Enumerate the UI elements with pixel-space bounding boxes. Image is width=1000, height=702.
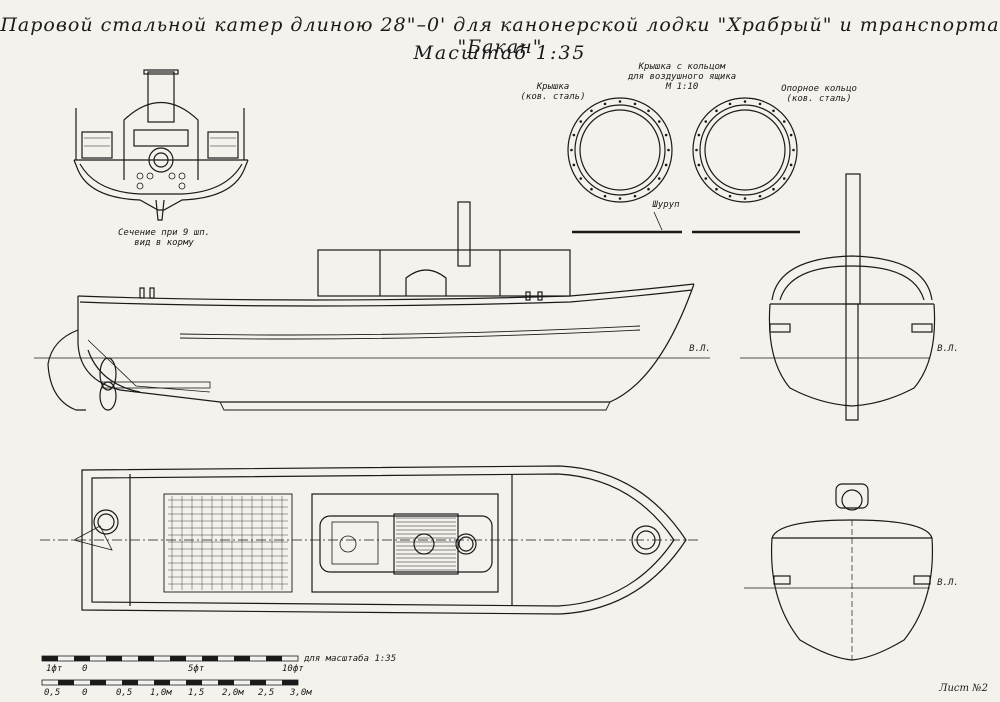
side-profile xyxy=(34,201,710,411)
meter-tick-d: 1,0м xyxy=(150,688,172,698)
bow-view xyxy=(740,173,936,421)
meter-tick-b: 0 xyxy=(82,688,88,698)
meter-tick-h: 3,0м xyxy=(290,688,312,698)
screw-label: Шуруп xyxy=(652,200,680,210)
scale-bar-caption: для масштаба 1:35 xyxy=(304,654,397,664)
feet-tick-0: 0 xyxy=(82,664,88,674)
meter-tick-a: 0,5 xyxy=(44,688,61,698)
ring-caption: Опорное кольцо (ков. сталь) xyxy=(781,84,857,104)
sheet-number: Лист №2 xyxy=(939,683,988,694)
meter-tick-f: 2,0м xyxy=(222,688,244,698)
scale-title: Масштаб 1:35 xyxy=(413,42,587,64)
stern-view xyxy=(744,483,934,661)
waterline-label-bow: В.Л. xyxy=(937,344,959,354)
meter-tick-g: 2,5 xyxy=(258,688,275,698)
meter-tick-e: 1,5 xyxy=(188,688,205,698)
feet-tick-1: 1фт xyxy=(46,664,63,674)
lid-view xyxy=(567,97,673,203)
drawing-title: Паровой стальной катер длиною 28"–0' для… xyxy=(0,14,1000,58)
plan-view xyxy=(40,465,700,615)
lid-caption: Крышка (ков. сталь) xyxy=(520,82,586,102)
ring-view xyxy=(692,97,798,203)
waterline-label-profile: В.Л. xyxy=(689,344,711,354)
meter-tick-c: 0,5 xyxy=(116,688,133,698)
section-view xyxy=(73,69,249,221)
lid-group-caption: Крышка с кольцом для воздушного ящика М … xyxy=(627,62,737,92)
feet-tick-5: 5фт xyxy=(188,664,205,674)
waterline-label-stern: В.Л. xyxy=(937,578,959,588)
feet-tick-10: 10фт xyxy=(282,664,304,674)
section-caption: Сечение при 9 шп. вид в корму xyxy=(117,228,211,248)
